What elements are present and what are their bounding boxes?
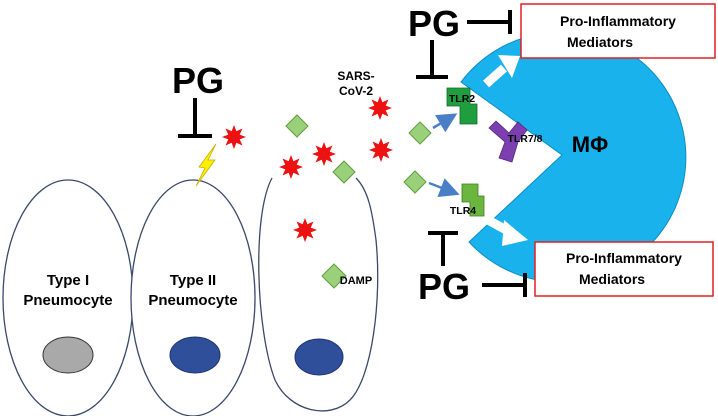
mediators-box-top: Pro-Inflammatory Mediators	[520, 3, 716, 59]
damp-particles	[285, 114, 432, 289]
virus-particle	[369, 138, 393, 162]
mediators-box-bottom: Pro-Inflammatory Mediators	[534, 241, 714, 297]
binding-arrow-tlr4-icon	[428, 178, 460, 197]
virus-particle	[293, 218, 317, 242]
pg-inhibitor-bottom: PG	[418, 231, 527, 307]
pg-left-label: PG	[172, 60, 224, 101]
type2-pneumocyte: Type II Pneumocyte	[130, 179, 256, 416]
macrophage-label: MΦ	[572, 132, 608, 157]
mediators-bottom-line2: Mediators	[579, 271, 645, 287]
virus-particle	[312, 142, 336, 166]
pg-top-label: PG	[408, 3, 460, 44]
secretion-arrow-up-icon	[483, 55, 520, 88]
damp-particle	[285, 114, 309, 138]
type2-nucleus	[169, 336, 221, 374]
damp-particle	[321, 263, 347, 289]
damp-particle	[332, 160, 356, 184]
type2-label-line1: Type II	[170, 272, 216, 289]
tlr4-label: TLR4	[450, 205, 476, 217]
virus-particle	[368, 96, 392, 120]
damp-particle	[408, 121, 432, 145]
tlr4-receptor	[461, 183, 485, 217]
virus-particles	[222, 96, 393, 242]
type1-label-line1: Type I	[47, 272, 89, 289]
mediators-top-line2: Mediators	[567, 34, 633, 50]
pg-inhibitor-top: PG	[408, 3, 512, 79]
damp-particle	[403, 170, 427, 194]
virus-label-line2: CoV-2	[339, 84, 373, 98]
pg-inhibitor-left: PG	[172, 60, 224, 138]
lightning-bolt-icon	[195, 143, 217, 187]
binding-arrow-tlr2-icon	[432, 113, 458, 133]
type1-nucleus	[42, 336, 94, 374]
ruptured-cell-nucleus	[294, 338, 344, 376]
mediators-bottom-line1: Pro-Inflammatory	[566, 250, 682, 266]
secretion-arrow-down-icon	[485, 216, 528, 246]
tlr2-label: TLR2	[449, 93, 475, 105]
damp-label: DAMP	[340, 275, 372, 287]
type1-pneumocyte: Type I Pneumocyte	[2, 179, 134, 416]
type1-label-line2: Pneumocyte	[23, 292, 112, 309]
ruptured-cell	[258, 177, 379, 412]
virus-particle	[222, 125, 246, 149]
mediators-top-line1: Pro-Inflammatory	[560, 13, 676, 29]
pg-bottom-label: PG	[418, 266, 470, 307]
type2-label-line2: Pneumocyte	[148, 292, 237, 309]
tlr78-label: TLR7/8	[507, 133, 542, 145]
tlr2-receptor	[446, 87, 478, 125]
virus-particle	[279, 155, 303, 179]
virus-label-line1: SARS-	[337, 69, 374, 83]
tlr78-receptor	[488, 120, 528, 163]
